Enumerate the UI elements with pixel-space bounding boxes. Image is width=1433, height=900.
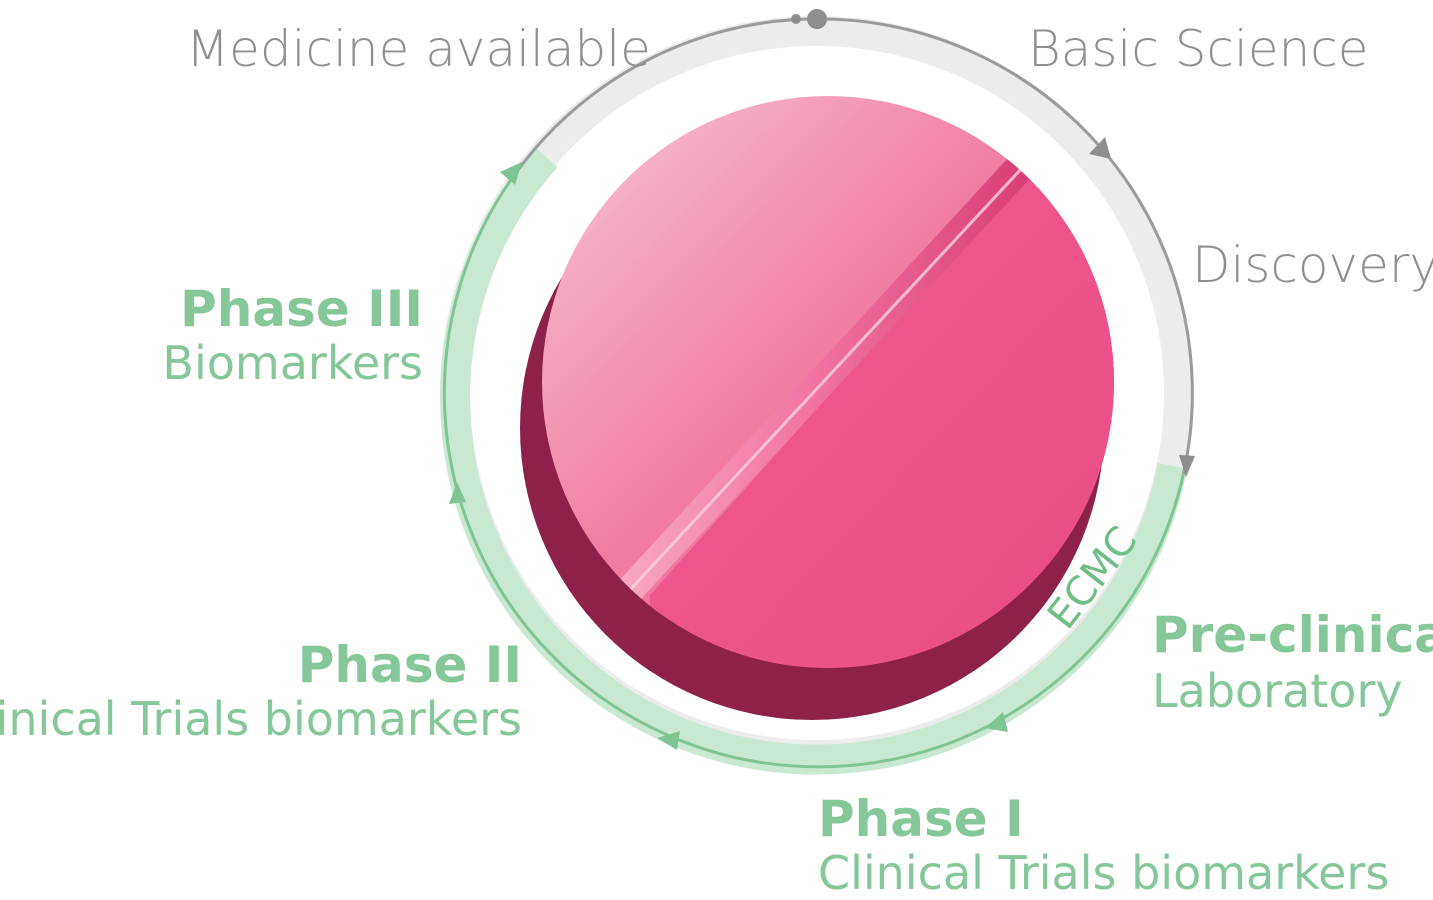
cycle-ring-grey-outline (513, 17, 1194, 475)
label-phase1-title: Phase I (818, 790, 1024, 848)
label-discovery: Discovery (1192, 236, 1433, 294)
pill-score-highlight (626, 166, 1024, 594)
cycle-ring-green-segment (440, 147, 1188, 775)
cycle-start-dot-small (791, 14, 801, 24)
label-phase1-subtitle: Clinical Trials biomarkers (818, 846, 1390, 900)
arrow-phase3-icon (500, 162, 522, 185)
label-phase3-subtitle: Biomarkers (162, 336, 423, 390)
label-phase2-title: Phase II (297, 636, 522, 694)
pill-face-right-half (650, 165, 1114, 668)
pill-icon (520, 96, 1114, 720)
arrow-phase2-icon (449, 482, 466, 504)
label-preclinical-subtitle: Laboratory (1152, 664, 1403, 718)
cycle-start-dot (807, 9, 827, 29)
label-phase3-title: Phase III (180, 280, 423, 338)
label-medicine-available: Medicine available (186, 20, 651, 78)
arrow-basic-science-icon (1089, 137, 1111, 159)
arrow-discovery-icon (1179, 455, 1195, 477)
arrow-phase1-icon (657, 731, 680, 750)
label-preclinical-title: Pre-clinical (1152, 606, 1433, 664)
cycle-ring-green-outline (442, 174, 1185, 769)
label-basic-science: Basic Science (1028, 20, 1369, 78)
arrow-preclinical-icon (985, 712, 1008, 732)
label-phase2-subtitle: Clinical Trials biomarkers (0, 692, 522, 746)
